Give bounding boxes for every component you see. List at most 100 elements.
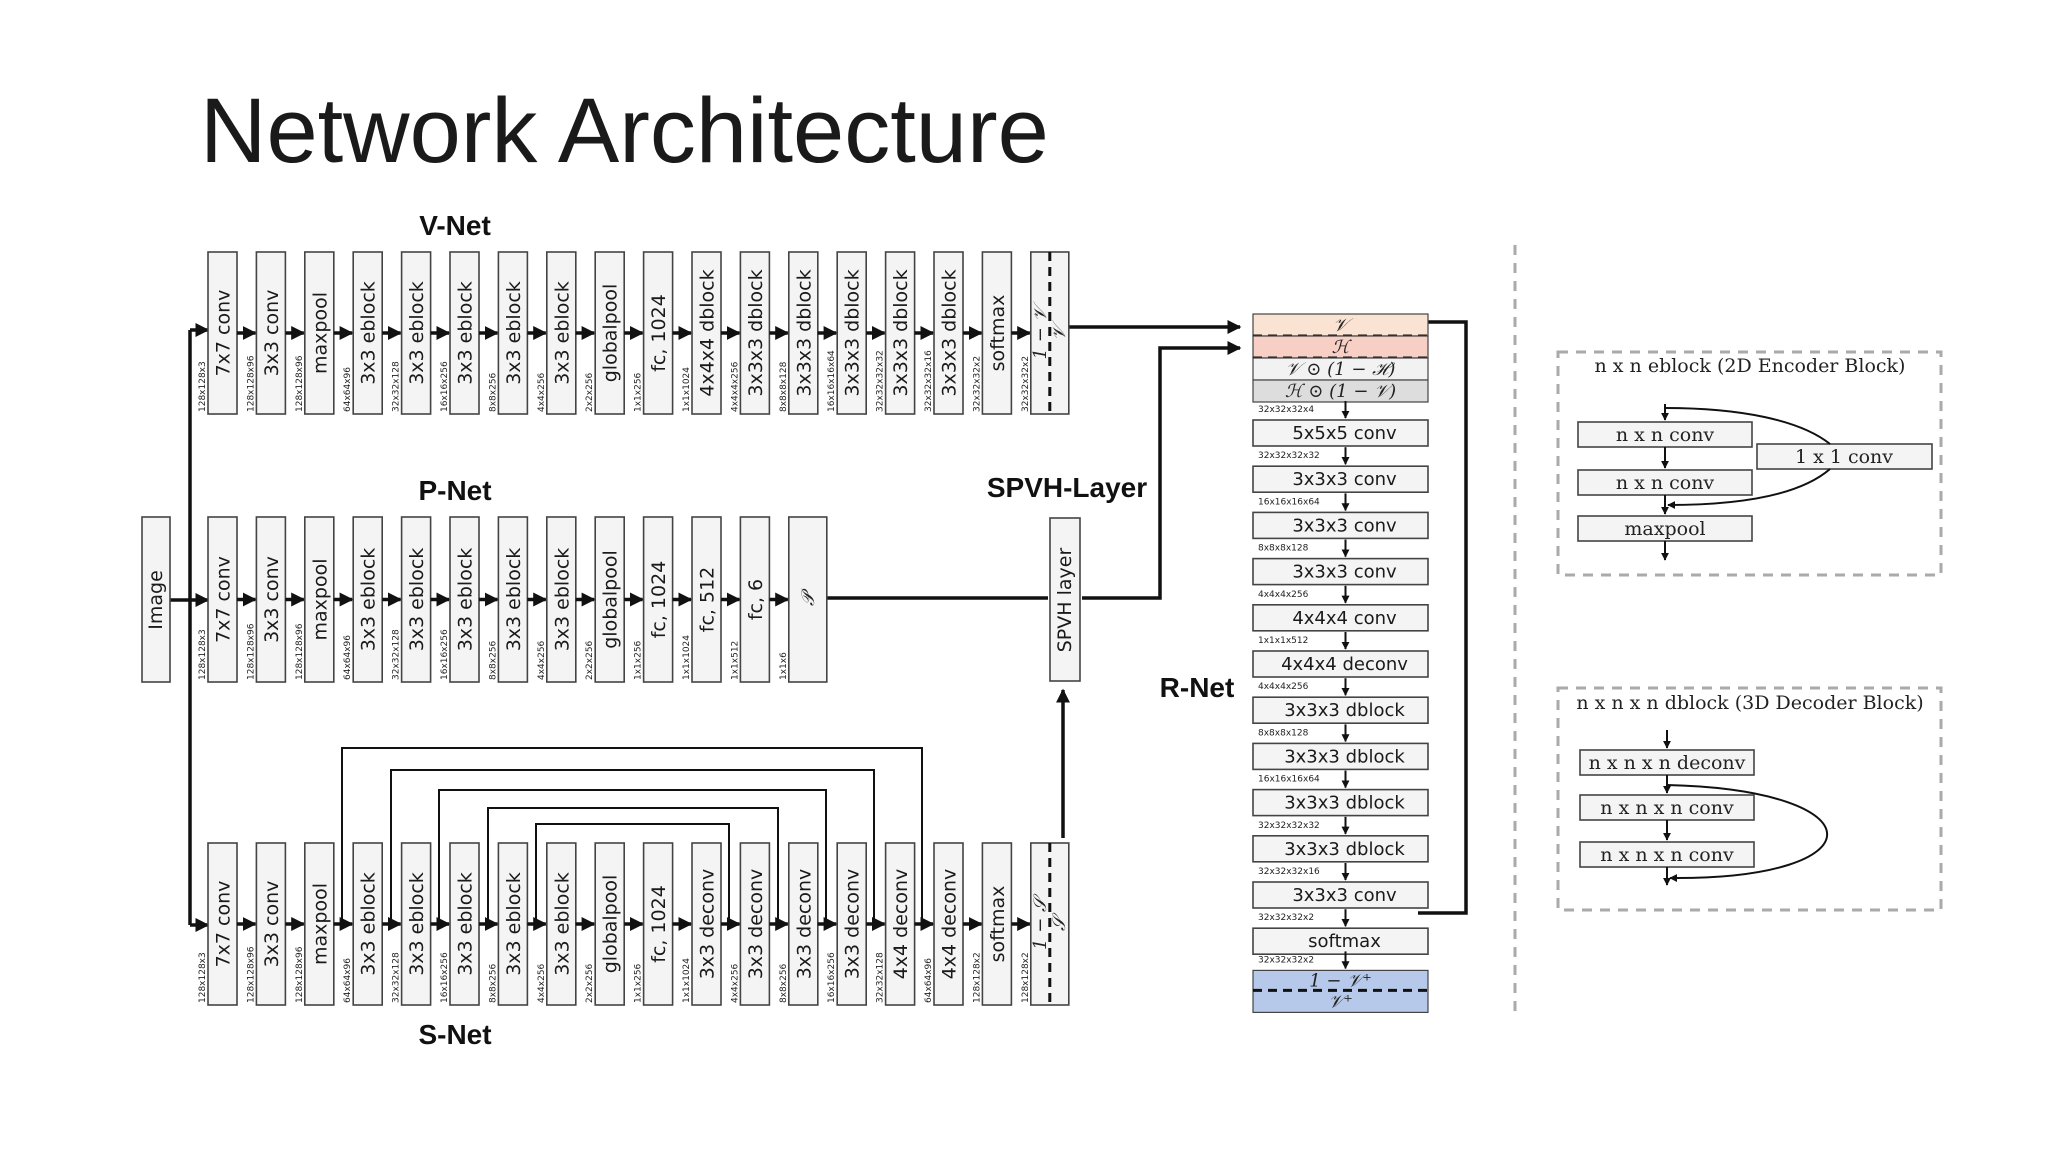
v-net-dim-label: 1x1x256: [634, 372, 644, 412]
v-net-dim-label: 128x128x96: [295, 355, 305, 412]
r-net-block-label: 3x3x3 dblock: [1284, 746, 1405, 767]
s-net-block-label: 3x3 deconv: [793, 869, 815, 980]
p-net-block-label: fc, 512: [697, 567, 719, 632]
s-net-block-label: 3x3 eblock: [551, 872, 573, 976]
p-net-block-label: 3x3 eblock: [406, 548, 428, 652]
p-net-dim-label: 8x8x256: [488, 640, 498, 680]
p-net-dim-label: 1x1x1024: [682, 635, 692, 680]
spvh-layer-label: SPVH-Layer: [987, 472, 1147, 503]
v-net-block-label: 3x3 eblock: [551, 281, 573, 385]
v-net-dim-label: 32x32x32x32: [876, 350, 886, 412]
eblock-side: 1 x 1 conv: [1795, 446, 1893, 468]
r-net-dim-label: 32x32x32x16: [1258, 867, 1320, 877]
s-net-block-label: fc, 1024: [648, 885, 670, 963]
eblock-row-1: n x n conv: [1616, 424, 1715, 446]
s-net-block-label: 3x3 deconv: [745, 869, 767, 980]
p-net-dim-label: 4x4x256: [537, 640, 547, 680]
s-net-block-label: 7x7 conv: [213, 881, 235, 968]
s-net-dim-label: 16x16x256: [827, 952, 837, 1003]
r-net-input-label: 𝒱 ⊙ (1 − ℋ): [1286, 359, 1396, 380]
p-net-block-label: 7x7 conv: [213, 556, 235, 643]
v-net-block-label: softmax: [987, 295, 1009, 372]
p-net-block-label: 3x3 conv: [261, 556, 283, 643]
v-net-dim-label: 8x8x8x128: [779, 361, 789, 412]
dblock-row-2: n x n x n conv: [1600, 797, 1734, 819]
v-net-block-label: 3x3 eblock: [358, 281, 380, 385]
r-net-dim-label: 32x32x32x4: [1258, 405, 1314, 415]
r-net-block-label: 4x4x4 deconv: [1281, 654, 1408, 675]
legend-eblock: n x n eblock (2D Encoder Block) n x n co…: [1556, 350, 1943, 577]
v-net-block-label: fc, 1024: [648, 294, 670, 372]
p-net-dim-label: 32x32x128: [392, 629, 402, 680]
p-net-block-2: 3x3 conv 128x128x96: [246, 516, 287, 683]
s-net-output-top: 1 − 𝒮: [1030, 893, 1051, 950]
v-net-dim-label: 32x32x32x2: [972, 356, 982, 412]
v-net-block-17: softmax 32x32x32x2: [972, 251, 1013, 415]
dblock-row-1: n x n x n deconv: [1589, 752, 1746, 774]
s-net-block-label: maxpool: [309, 883, 331, 965]
s-net-dim-label: 4x4x256: [730, 963, 740, 1003]
image-input-block: Image: [141, 516, 171, 683]
p-net-dim-label: 64x64x96: [343, 635, 353, 680]
s-net-block-label: 3x3 deconv: [697, 869, 719, 980]
v-net-block-label: 7x7 conv: [213, 290, 235, 377]
s-net-dim-label: 128x128x3: [198, 952, 208, 1003]
s-net-block-label: 4x4 deconv: [890, 869, 912, 980]
r-net-output-dim: 32x32x32x2: [1258, 955, 1314, 965]
r-net-dim-label: 4x4x4x256: [1258, 682, 1309, 692]
p-net-block-label: globalpool: [600, 550, 622, 649]
p-net-dim-label: 128x128x96: [295, 623, 305, 680]
v-net-block-label: 3x3x3 dblock: [842, 269, 864, 396]
s-net-dim-label: 8x8x256: [779, 963, 789, 1003]
p-net-block-label: 3x3 eblock: [358, 548, 380, 652]
s-net-dim-label: 128x128x2: [1021, 952, 1031, 1003]
r-net-dim-label: 32x32x32x2: [1258, 913, 1314, 923]
s-net-block-label: 3x3 eblock: [406, 872, 428, 976]
r-net-block-label: 5x5x5 conv: [1292, 423, 1397, 444]
s-net-dim-label: 128x128x2: [972, 952, 982, 1003]
p-net-block-label: fc, 1024: [648, 561, 670, 639]
s-net-dim-label: 64x64x96: [924, 958, 934, 1003]
v-net-dim-label: 4x4x256: [537, 372, 547, 412]
s-net-block-12: 3x3 deconv 4x4x256: [730, 842, 771, 1006]
v-net-block-label: globalpool: [600, 284, 622, 383]
s-net-dim-label: 1x1x256: [634, 963, 644, 1003]
p-net-block-11: fc, 512 1x1x1024: [682, 516, 722, 683]
v-net-output-top: 1 − 𝒱: [1030, 301, 1051, 360]
v-net-dim-label: 32x32x128: [392, 361, 402, 412]
s-net-block-label: 3x3 eblock: [455, 872, 477, 976]
p-net-dim-label: 128x128x96: [246, 623, 256, 680]
p-net-block-label: 3x3 eblock: [455, 548, 477, 652]
r-net-dim-label: 32x32x32x32: [1258, 821, 1320, 831]
r-net-dim-label: 16x16x16x64: [1258, 497, 1320, 507]
r-net-input-row-2: ℋ: [1252, 335, 1429, 360]
p-net-block-5: 3x3 eblock 32x32x128: [392, 516, 432, 683]
dblock-legend-title: n x n x n dblock (3D Decoder Block): [1576, 692, 1923, 714]
v-net-block-label: 4x4x4 dblock: [697, 269, 719, 396]
